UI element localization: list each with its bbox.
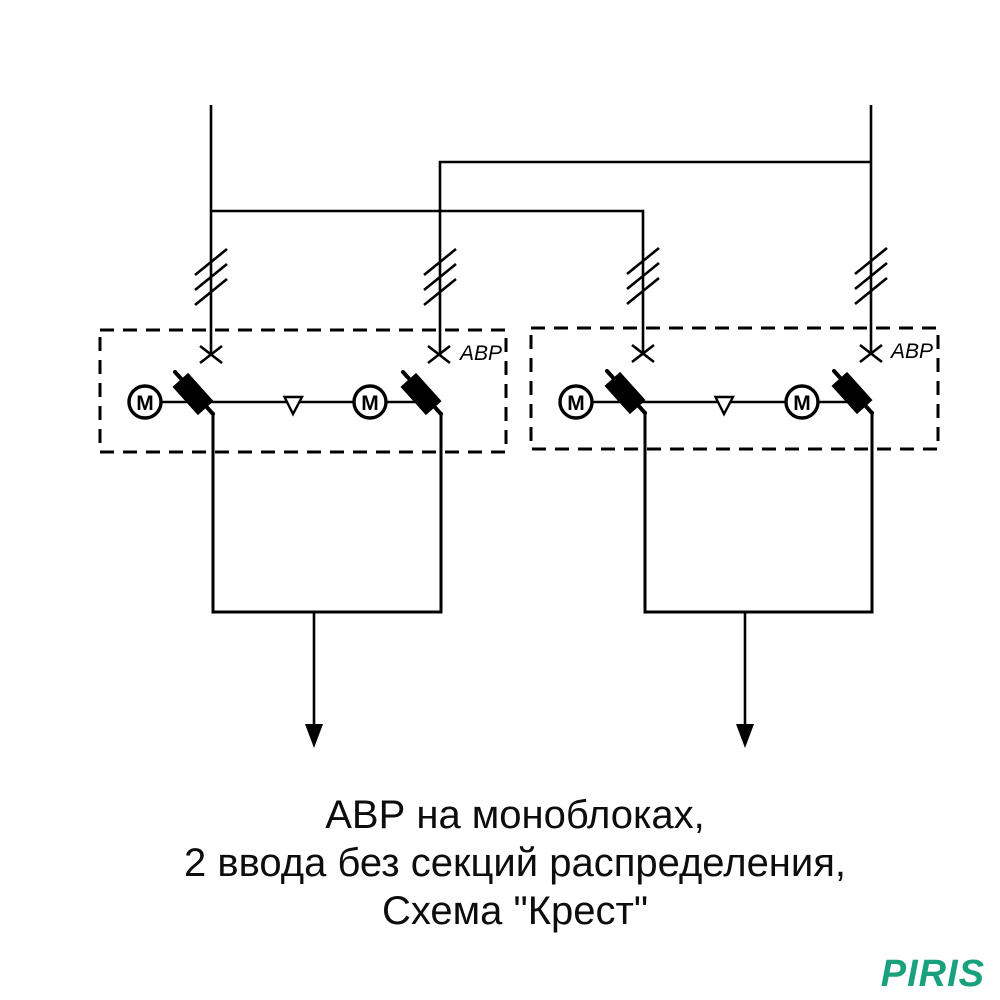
motorized-breaker: М bbox=[352, 370, 443, 420]
motor-drive-icon bbox=[352, 384, 388, 420]
section-tap-triangle-icon bbox=[282, 395, 304, 417]
motor-drive-icon bbox=[127, 384, 163, 420]
motor-drive-icon bbox=[558, 384, 594, 420]
section-tap-triangle-icon bbox=[713, 395, 735, 417]
abp-unit-2: АВР М bbox=[529, 326, 940, 748]
load-arrow-icon bbox=[305, 612, 323, 748]
motor-letter: М bbox=[567, 392, 585, 415]
line-break-icon bbox=[423, 247, 457, 307]
line-break-icon bbox=[194, 247, 228, 307]
motor-letter: М bbox=[361, 392, 379, 415]
contact-x-icon bbox=[427, 344, 451, 365]
motorized-breaker: М bbox=[784, 369, 874, 420]
line-break-icons bbox=[194, 246, 888, 307]
line-break-icon bbox=[626, 246, 660, 306]
contact-x-icon bbox=[199, 344, 223, 365]
cross-link-feed1-to-unit2 bbox=[211, 209, 645, 354]
abp-unit-2-label: АВР bbox=[889, 340, 933, 363]
incoming-feeds bbox=[209, 105, 873, 356]
motor-letter: М bbox=[793, 392, 811, 415]
line-break-icon bbox=[854, 246, 888, 306]
breaker-body-icon bbox=[831, 371, 873, 415]
motorized-breaker: М bbox=[127, 370, 215, 420]
abp-unit-1-boundary bbox=[98, 328, 508, 454]
abp-unit-1: АВР М bbox=[98, 328, 508, 748]
motor-letter: М bbox=[136, 392, 154, 415]
breaker-body-icon bbox=[172, 372, 214, 416]
output-bus bbox=[643, 411, 874, 614]
abp-unit-1-label: АВР bbox=[458, 342, 502, 365]
contact-x-icon bbox=[631, 343, 655, 364]
breaker-body-icon bbox=[400, 372, 442, 416]
load-arrow-icon bbox=[736, 612, 754, 748]
breaker-body-icon bbox=[604, 371, 646, 415]
caption-line-3: Схема "Крест" bbox=[381, 889, 649, 933]
piris-logo: PIRIS bbox=[880, 953, 985, 995]
motor-drive-icon bbox=[784, 384, 820, 420]
output-bus bbox=[211, 412, 443, 614]
contact-x-icon bbox=[859, 343, 883, 364]
caption-line-1: АВР на моноблоках, bbox=[325, 793, 705, 837]
abp-unit-2-boundary bbox=[529, 326, 940, 451]
caption-line-2: 2 ввода без секций распределения, bbox=[183, 841, 847, 885]
caption-block: АВР на моноблоках, 2 ввода без секций ра… bbox=[30, 791, 1000, 935]
motorized-breaker: М bbox=[558, 369, 647, 420]
